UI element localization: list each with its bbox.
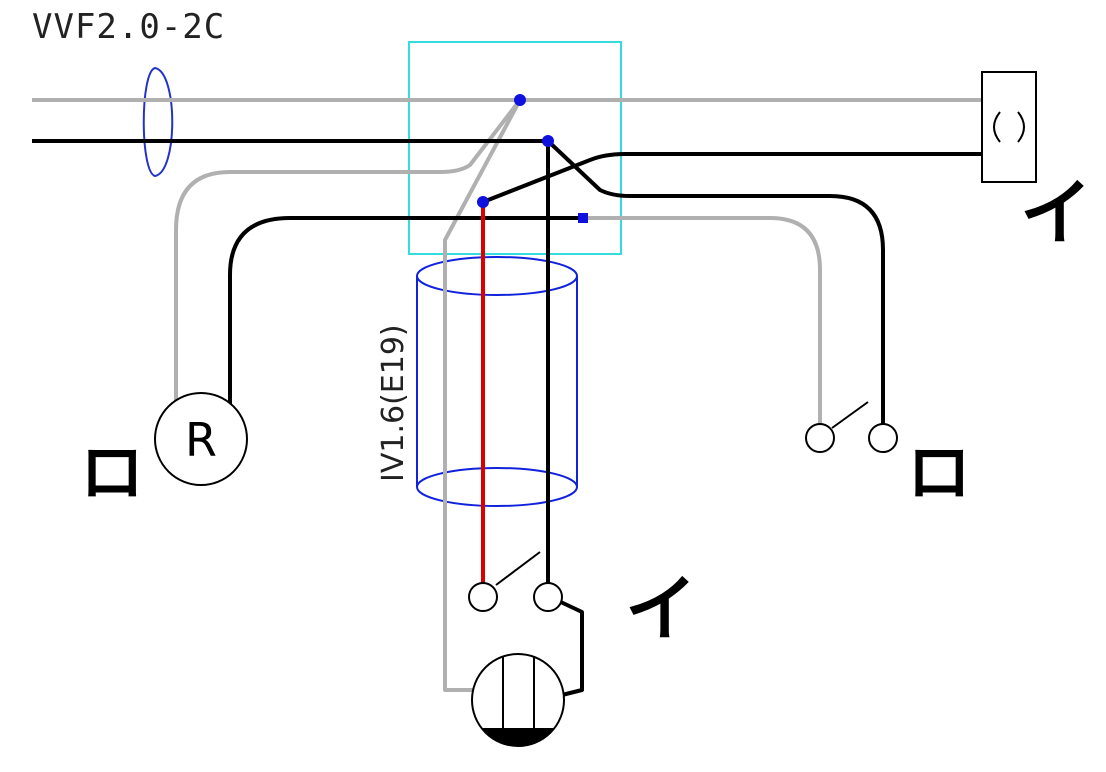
receptacle-black-wire bbox=[228, 216, 583, 405]
lamp-black-wire bbox=[547, 594, 584, 697]
switch-ro-black-wire bbox=[546, 139, 885, 428]
letter-ro-switch: ロ bbox=[907, 437, 971, 511]
outlet-black-wire bbox=[482, 152, 982, 204]
lamp-white-wire bbox=[443, 99, 522, 692]
connection-nodes bbox=[477, 94, 588, 223]
conduit-type-label: IV1.6(E19) bbox=[376, 324, 411, 482]
switch-ro-white-wire bbox=[583, 216, 822, 428]
letter-ro-receptacle: ロ bbox=[80, 437, 144, 511]
cable-type-label: VVF2.0-2C bbox=[32, 7, 225, 47]
receptacle-r: R bbox=[154, 392, 248, 486]
junction-box bbox=[408, 41, 622, 255]
receptacle-node bbox=[578, 213, 588, 223]
conduit-pipe bbox=[416, 256, 578, 507]
receptacle-white-wire bbox=[174, 98, 522, 405]
switch-i bbox=[468, 551, 563, 612]
cable-sheath-ring bbox=[142, 66, 174, 178]
letter-i-switch: イ bbox=[625, 567, 697, 651]
white-wires bbox=[32, 98, 982, 692]
black-node bbox=[542, 135, 554, 147]
black-wires bbox=[32, 139, 982, 697]
lamp-fixture bbox=[471, 653, 565, 747]
switch-ro bbox=[805, 401, 898, 453]
red-node bbox=[477, 196, 489, 208]
outlet-symbol bbox=[981, 71, 1037, 183]
receptacle-r-mark: R bbox=[185, 413, 217, 467]
white-node bbox=[514, 94, 526, 106]
letter-i-outlet: イ bbox=[1020, 171, 1092, 255]
